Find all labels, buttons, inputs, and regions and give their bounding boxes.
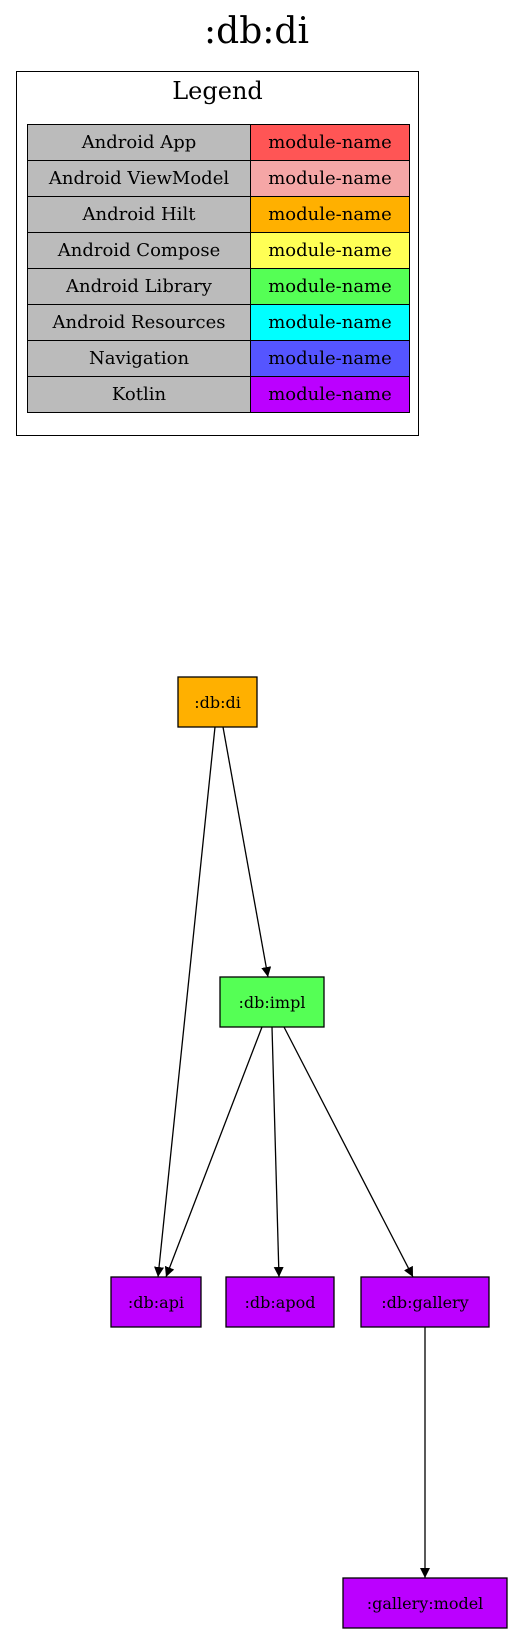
edge-db-impl-to-db-gallery xyxy=(283,1026,414,1278)
legend-swatch: module-name xyxy=(250,196,410,233)
legend-swatch: module-name xyxy=(250,160,410,197)
edge-db-impl-to-db-api xyxy=(164,1026,263,1278)
legend-swatch: module-name xyxy=(250,268,410,305)
legend-title: Legend xyxy=(172,77,263,105)
node-label: :db:apod xyxy=(245,1293,316,1312)
node-box xyxy=(110,1276,202,1328)
legend-row: Kotlin module-name xyxy=(27,376,410,413)
node-label: :db:di xyxy=(194,693,241,712)
node-label: :db:gallery xyxy=(381,1293,468,1312)
legend-kind: Android Resources xyxy=(27,304,251,341)
node-label: :gallery:model xyxy=(367,1594,484,1613)
node-label: :db:impl xyxy=(239,993,306,1012)
node-box xyxy=(360,1276,490,1328)
legend-row: Android Hilt module-name xyxy=(27,196,410,233)
node-db-apod: :db:apod xyxy=(225,1276,335,1328)
node-label: :db:api xyxy=(128,1293,184,1312)
edge-db-di-to-db-api xyxy=(154,726,216,1278)
legend-kind: Android Hilt xyxy=(27,196,251,233)
legend-swatch: module-name xyxy=(250,124,410,161)
edge-db-di-to-db-impl xyxy=(222,726,272,978)
legend: Legend Android App module-name Android V… xyxy=(16,71,419,436)
legend-swatch: module-name xyxy=(250,304,410,341)
legend-table: Android App module-name Android ViewMode… xyxy=(27,124,410,413)
legend-row: Android Compose module-name xyxy=(27,232,410,269)
node-box xyxy=(342,1577,508,1629)
node-box xyxy=(225,1276,335,1328)
legend-row: Android Library module-name xyxy=(27,268,410,305)
node-box xyxy=(177,676,258,728)
node-db-impl: :db:impl xyxy=(219,976,325,1028)
node-db-gallery: :db:gallery xyxy=(360,1276,490,1328)
legend-kind: Android Library xyxy=(27,268,251,305)
node-db-di: :db:di xyxy=(177,676,258,728)
node-gallery-model: :gallery:model xyxy=(342,1577,508,1629)
legend-swatch: module-name xyxy=(250,376,410,413)
legend-row: Android Resources module-name xyxy=(27,304,410,341)
diagram-title: :db:di xyxy=(204,11,309,52)
edge-db-impl-to-db-apod xyxy=(271,1026,284,1278)
node-db-api: :db:api xyxy=(110,1276,202,1328)
legend-kind: Android ViewModel xyxy=(27,160,251,197)
legend-swatch: module-name xyxy=(250,232,410,269)
legend-row: Android ViewModel module-name xyxy=(27,160,410,197)
legend-kind: Kotlin xyxy=(27,376,251,413)
legend-swatch: module-name xyxy=(250,340,410,377)
node-box xyxy=(219,976,325,1028)
legend-kind: Android Compose xyxy=(27,232,251,269)
